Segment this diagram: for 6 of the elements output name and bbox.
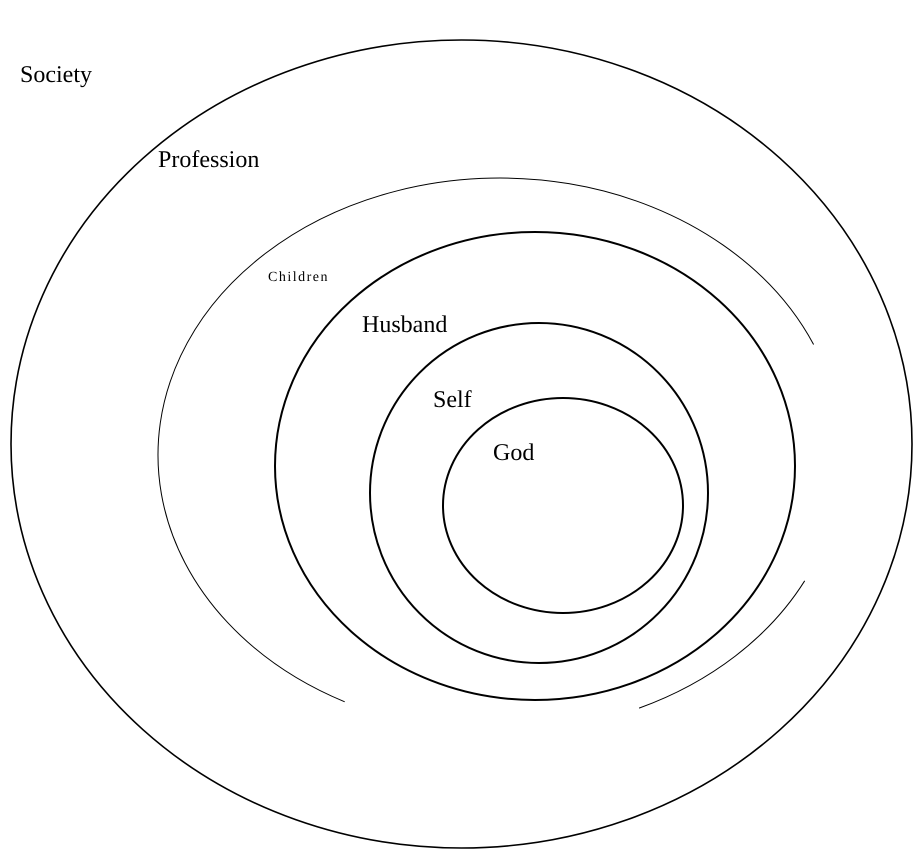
ring-label: Self bbox=[433, 387, 472, 414]
ring-label: God bbox=[493, 440, 534, 466]
ring-label: Society bbox=[20, 62, 92, 88]
ring-label: Husband bbox=[362, 312, 448, 338]
ring-label: Children bbox=[268, 270, 329, 286]
ring-label: Profession bbox=[158, 147, 260, 174]
